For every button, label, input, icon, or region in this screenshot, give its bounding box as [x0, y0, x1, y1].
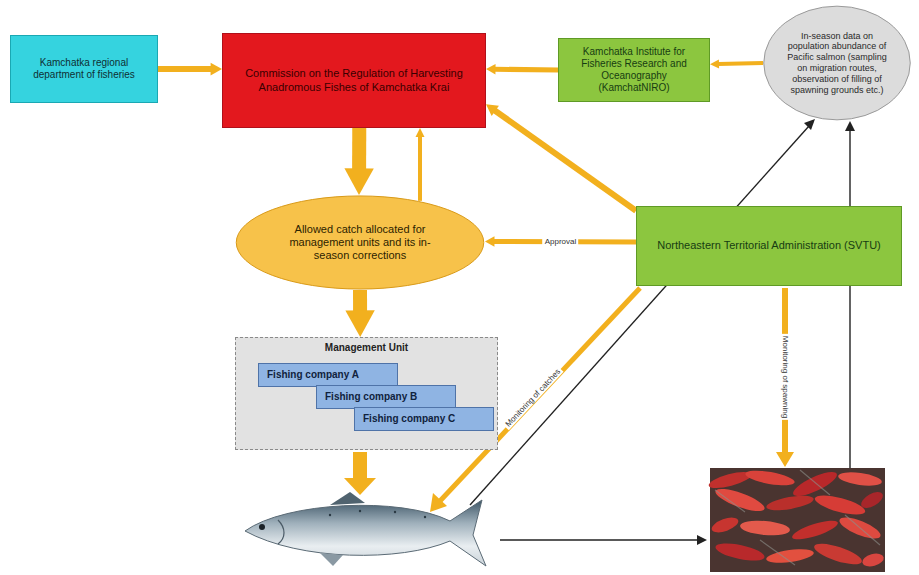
connector-arrow [416, 128, 425, 201]
commission-box: Commission on the Regulation of Harvesti… [222, 33, 486, 128]
node-text: Kamchatka Institute for Fisheries Resear… [569, 46, 699, 94]
node-text: Commission on the Regulation of Harvesti… [233, 67, 475, 93]
connector-arrow [710, 60, 763, 69]
connector-arrow [158, 63, 222, 76]
node-text: Fishing company C [363, 413, 455, 425]
flow-line [500, 535, 707, 545]
arrowhead [416, 128, 425, 137]
connector-line [494, 110, 636, 211]
institute-box: Kamchatka Institute for Fisheries Resear… [558, 38, 710, 102]
node-text: In-season data on population abundance o… [785, 31, 889, 96]
administration-box: Northeastern Territorial Administration … [636, 206, 902, 286]
allocation-ellipse: Allowed catch allocated for management u… [235, 195, 485, 290]
company-box: Fishing company A [258, 363, 398, 387]
node-text: Fishing company A [267, 369, 359, 381]
arrowhead [345, 310, 374, 337]
arrowhead [710, 60, 719, 69]
arrow-label: Monitoring of catches [502, 366, 563, 431]
arrowhead [486, 64, 496, 74]
node-text: Allowed catch allocated for management u… [273, 223, 448, 263]
connector-line [158, 66, 212, 72]
edge-label: Approval [543, 237, 579, 246]
spawning-photo [707, 468, 885, 572]
connector-arrow [486, 104, 636, 211]
data-line [845, 121, 855, 468]
connector-line [353, 290, 367, 313]
arrowhead [344, 168, 373, 195]
salmon-illustration [245, 492, 486, 566]
node-text: Northeastern Territorial Administration … [657, 239, 881, 252]
group-heading: Management Unit [325, 342, 408, 354]
data-ellipse: In-season data on population abundance o… [763, 5, 911, 121]
company-box: Fishing company B [316, 385, 456, 409]
connector-arrow [485, 236, 636, 246]
connector-line [718, 63, 763, 64]
connector-arrow [344, 128, 373, 195]
company-box: Fishing company C [354, 407, 494, 431]
management-unit-group: Management UnitFishing company A Fishing … [235, 337, 498, 450]
agency-box: Kamchatka regional department of fisheri… [10, 35, 158, 103]
node-text: Kamchatka regional department of fisheri… [21, 57, 147, 81]
arrow-label: Monitoring of spawning [780, 334, 789, 420]
arrowhead [485, 236, 495, 246]
arrowhead [211, 63, 222, 76]
connector-line [418, 136, 422, 201]
connector-line [495, 67, 558, 73]
connector-arrow [345, 290, 374, 337]
arrowhead [486, 104, 499, 116]
connector-line [352, 128, 366, 171]
node-text: Fishing company B [325, 391, 417, 403]
connector-arrow [486, 64, 558, 74]
harvest-arrow [344, 452, 376, 495]
monitoring-arrow [776, 288, 794, 467]
data-line [470, 119, 815, 505]
